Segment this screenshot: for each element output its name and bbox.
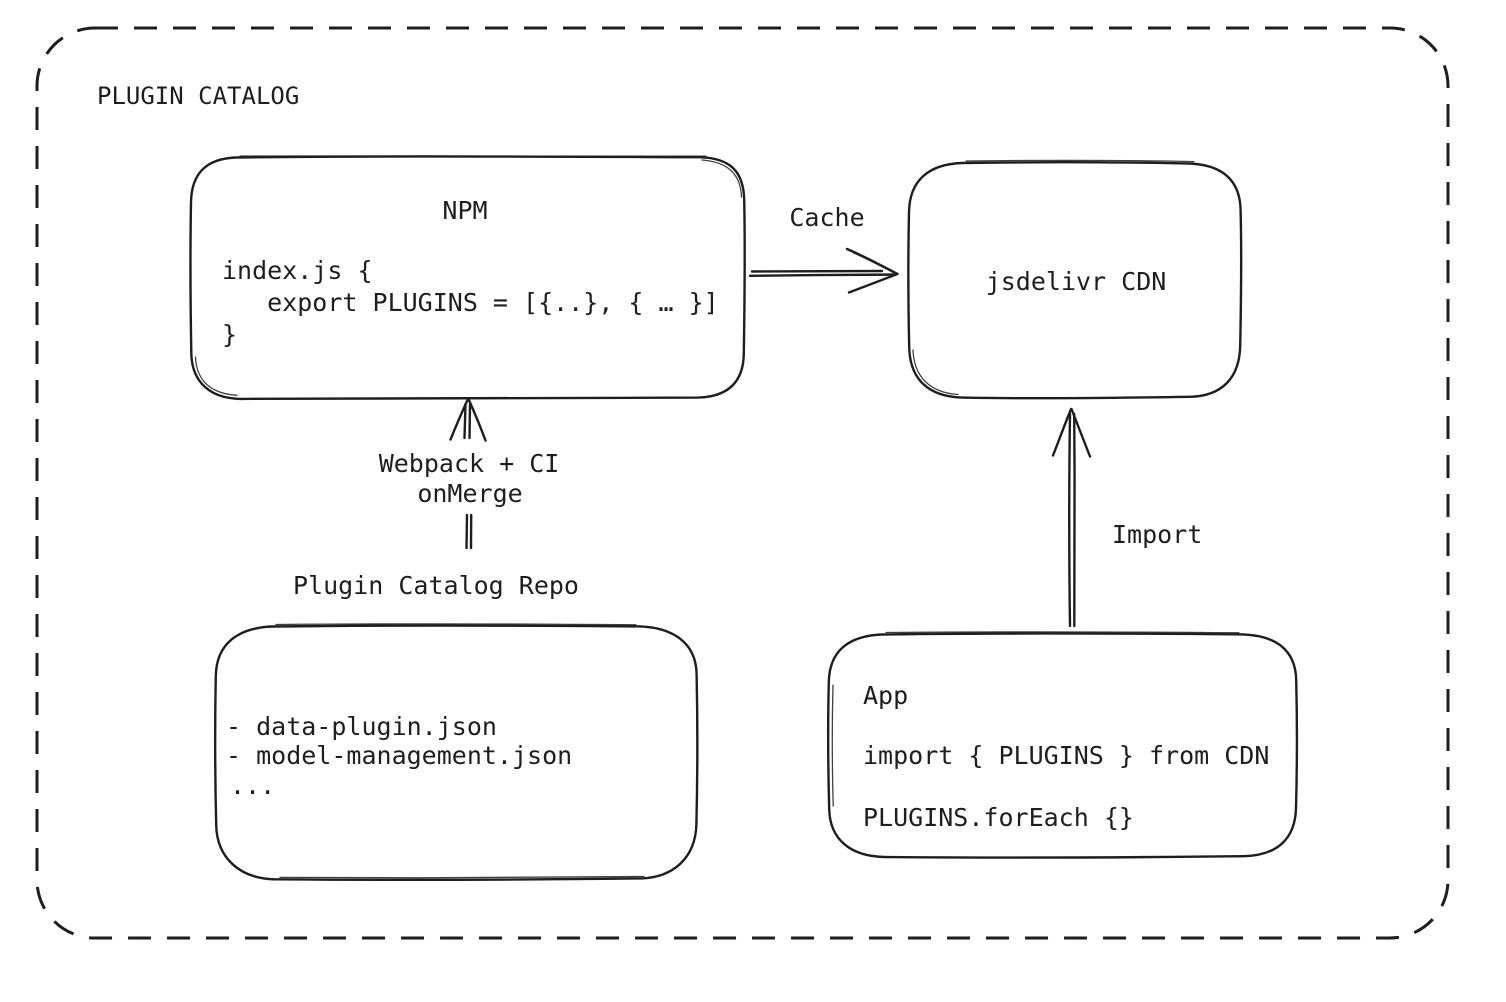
npm-box-title: NPM [442,196,487,225]
webpack-arrow-shaft [463,402,472,440]
npm-code-line-1: index.js { [222,256,373,285]
cache-arrow-head [845,247,899,294]
repo-item-3: ... [230,771,275,800]
webpack-arrow-label-line-1: Webpack + CI [379,449,560,478]
cdn-box: jsdelivr CDN [907,159,1243,400]
import-arrow-head [1051,407,1092,458]
npm-code-line-3: } [222,320,237,349]
cdn-box-label: jsdelivr CDN [986,267,1167,296]
import-arrow-shaft [1068,412,1076,628]
cdn-box-outline-echo [912,159,1195,396]
catalog-frame-title: PLUGIN CATALOG [97,82,299,110]
app-box-outline-echo [831,631,1240,807]
app-box-outline [826,632,1299,859]
app-code-line-2: PLUGINS.forEach {} [863,803,1134,832]
repo-item-2: - model-management.json [226,741,572,770]
webpack-arrow-label-line-2: onMerge [417,479,522,508]
cache-arrow: Cache [748,203,899,294]
app-code-line-1: import { PLUGINS } from CDN [863,741,1269,770]
npm-box: NPM index.js { export PLUGINS = [{..}, {… [189,154,746,401]
app-box-title: App [863,681,908,710]
repo-box: Plugin Catalog Repo - data-plugin.json -… [213,571,699,881]
cdn-box-outline [907,161,1243,400]
npm-box-outline [189,155,746,401]
cache-arrow-head-echo [852,251,896,275]
cache-arrow-label: Cache [789,203,864,232]
repo-item-1: - data-plugin.json [226,712,497,741]
repo-box-outline [213,624,699,881]
import-arrow-label: Import [1112,520,1202,549]
npm-code-line-2: export PLUGINS = [{..}, { … }] [222,288,719,317]
cache-arrow-shaft [748,269,895,277]
repo-box-outline-echo [275,623,645,879]
repo-box-title: Plugin Catalog Repo [293,571,579,600]
catalog-frame-border [35,26,1450,940]
webpack-connector-segment [465,513,473,550]
webpack-arrow: Webpack + CI onMerge [379,397,560,550]
app-box: App import { PLUGINS } from CDN PLUGINS.… [826,631,1299,859]
import-arrow: Import [1051,407,1202,628]
webpack-arrow-head [449,397,487,442]
